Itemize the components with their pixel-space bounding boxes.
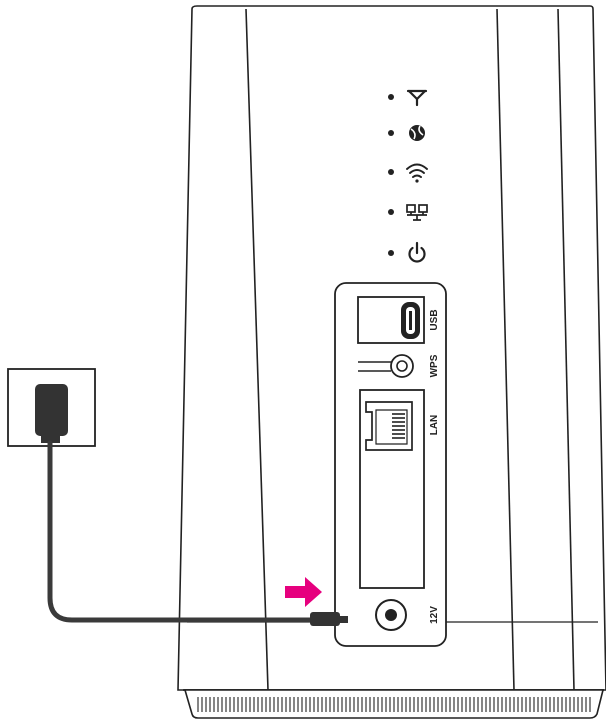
insert-arrow-icon	[285, 577, 322, 607]
antenna-icon	[406, 89, 428, 107]
lan-label: LAN	[429, 415, 440, 436]
status-led-dot	[388, 250, 394, 256]
usb-label: USB	[429, 309, 440, 330]
port-bay	[359, 389, 425, 589]
wps-label: WPS	[429, 354, 440, 377]
status-led-dot	[388, 94, 394, 100]
usb-port[interactable]	[357, 296, 425, 344]
power-adapter	[35, 384, 68, 443]
status-led-dot	[388, 209, 394, 215]
status-led-dot	[388, 130, 394, 136]
lan-network-icon	[406, 204, 428, 221]
power-jack-12v[interactable]	[375, 599, 407, 631]
cable-plug	[310, 612, 348, 626]
power-12v-label: 12V	[429, 606, 440, 624]
router-base-vents	[183, 689, 605, 719]
wps-button[interactable]	[358, 354, 414, 378]
wifi-icon	[406, 163, 428, 183]
status-led-panel	[388, 89, 428, 263]
status-led-dot	[388, 169, 394, 175]
internet-globe-icon	[409, 125, 425, 141]
lan-port[interactable]	[365, 401, 413, 451]
port-panel: USB WPS LAN 12V	[334, 282, 447, 647]
power-icon	[408, 241, 426, 263]
power-cable	[47, 440, 319, 623]
